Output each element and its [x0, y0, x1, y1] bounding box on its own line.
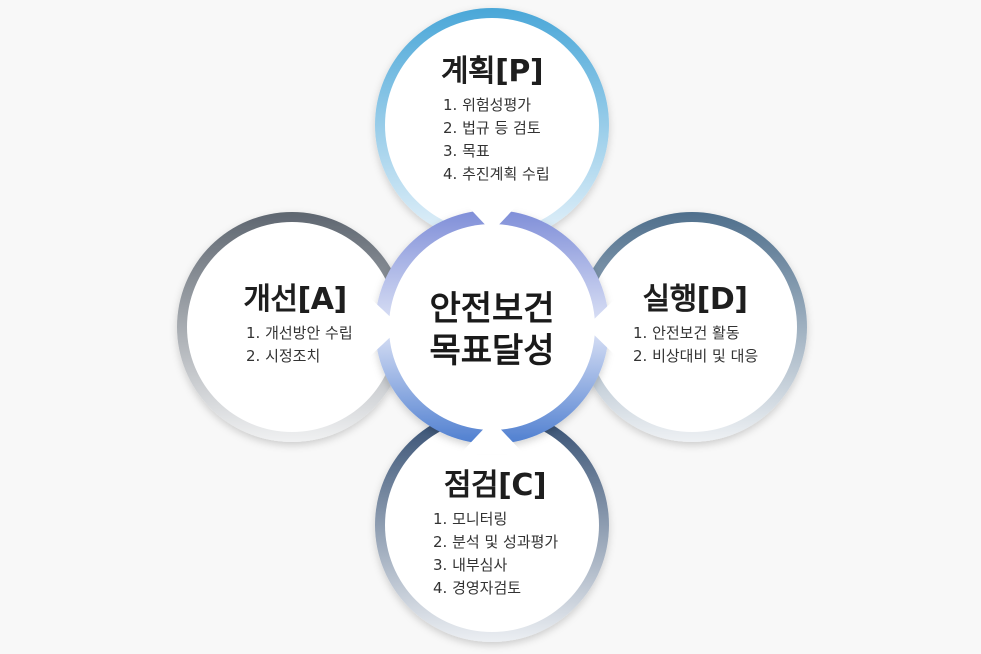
list-item: 1. 모니터링 — [433, 510, 508, 528]
list-item: 2. 분석 및 성과평가 — [433, 533, 559, 551]
plan-list: 1. 위험성평가 2. 법규 등 검토 3. 목표 4. 추진계획 수립 — [443, 94, 550, 186]
list-item: 3. 내부심사 — [433, 556, 508, 574]
center-title: 안전보건 목표달성 — [392, 288, 592, 372]
do-list: 1. 안전보건 활동 2. 비상대비 및 대응 — [633, 322, 758, 368]
node-check — [375, 408, 609, 642]
list-item: 1. 위험성평가 — [443, 96, 532, 114]
center-title-line2: 목표달성 — [429, 331, 555, 371]
arrow-notch-top — [460, 198, 524, 232]
list-item: 1. 개선방안 수립 — [246, 324, 353, 342]
arrow-notch-right — [586, 294, 620, 360]
arrow-notch-left — [366, 294, 401, 360]
node-act — [177, 212, 407, 442]
list-item: 4. 경영자검토 — [433, 579, 522, 597]
center-title-line1: 안전보건 — [429, 289, 555, 329]
list-item: 1. 안전보건 활동 — [633, 324, 740, 342]
list-item: 2. 법규 등 검토 — [443, 119, 541, 137]
plan-title: 계획[P] — [440, 54, 544, 89]
act-list: 1. 개선방안 수립 2. 시정조치 — [246, 322, 353, 368]
list-item: 3. 목표 — [443, 142, 490, 160]
node-do — [577, 212, 807, 442]
do-title: 실행[D] — [642, 282, 748, 317]
arrow-notch-bottom — [460, 420, 524, 454]
act-title: 개선[A] — [243, 282, 347, 317]
list-item: 4. 추진계획 수립 — [443, 165, 550, 183]
check-title: 점검[C] — [443, 468, 547, 503]
list-item: 2. 비상대비 및 대응 — [633, 347, 759, 365]
list-item: 2. 시정조치 — [246, 347, 321, 365]
center-node — [375, 210, 609, 444]
node-plan — [375, 8, 609, 242]
check-list: 1. 모니터링 2. 분석 및 성과평가 3. 내부심사 4. 경영자검토 — [433, 508, 558, 600]
